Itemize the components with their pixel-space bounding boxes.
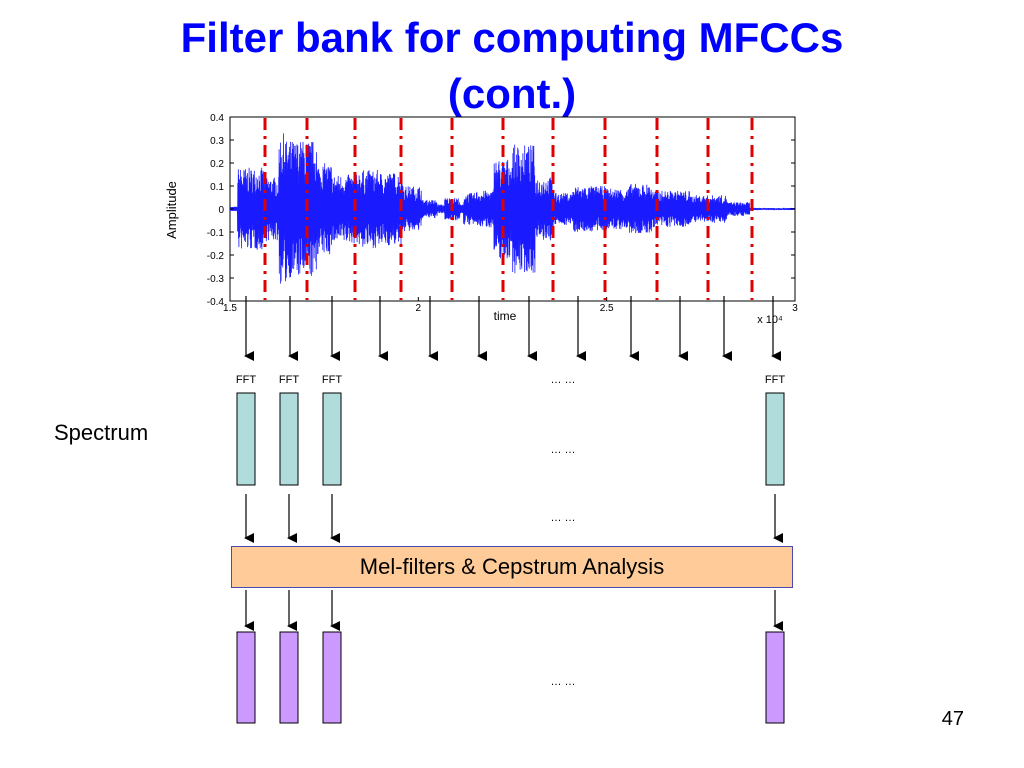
frame-markers xyxy=(263,118,754,300)
y-tick-labels: 0.4 0.3 0.2 0.1 0 -0.1 -0.2 -0.3 -0.4 xyxy=(207,113,795,308)
fft-label: FFT xyxy=(279,374,299,386)
x-tick-labels: 1.5 2 2.5 3 xyxy=(223,297,798,314)
x-tick-label: 3 xyxy=(792,303,798,314)
cepstrum-output-bar xyxy=(765,631,785,724)
cepstrum-output-bars xyxy=(236,631,785,724)
fft-label: FFT xyxy=(236,374,256,386)
waveform-trace xyxy=(230,133,795,284)
y-tick-label: 0.2 xyxy=(210,159,224,170)
x-tick-label: 1.5 xyxy=(223,303,237,314)
cepstrum-output-bar xyxy=(236,631,256,724)
x-tick-label: 2 xyxy=(416,303,422,314)
x-multiplier-label: x 10⁴ xyxy=(757,314,783,326)
spectrum-to-mel-arrows xyxy=(244,494,783,543)
y-axis-label: Amplitude xyxy=(164,181,179,239)
y-tick-label: 0.3 xyxy=(210,136,224,147)
x-axis-label: time xyxy=(494,309,517,323)
cepstrum-output-bar xyxy=(279,631,299,724)
y-tick-label: 0 xyxy=(218,205,224,216)
fft-label: FFT xyxy=(765,374,785,386)
spectrum-ellipsis: … … xyxy=(550,444,575,456)
output-ellipsis: … … xyxy=(550,676,575,688)
y-tick-label: 0.4 xyxy=(210,113,224,124)
y-tick-label: -0.2 xyxy=(207,251,225,262)
page-number: 47 xyxy=(941,708,964,730)
slide-title-line2: (cont.) xyxy=(447,70,577,117)
spectrum-bar xyxy=(236,392,256,486)
spectrum-bar xyxy=(765,392,785,486)
x-tick-label: 2.5 xyxy=(600,303,614,314)
mel-cepstrum-box: Mel-filters & Cepstrum Analysis xyxy=(231,546,793,588)
mel-cepstrum-label: Mel-filters & Cepstrum Analysis xyxy=(359,554,665,579)
y-tick-label: 0.1 xyxy=(210,182,224,193)
spectrum-bar xyxy=(322,392,342,486)
fft-ellipsis: … … xyxy=(550,374,575,386)
fft-label: FFT xyxy=(322,374,342,386)
fft-labels: FFT FFT FFT FFT xyxy=(236,374,785,386)
y-tick-label: -0.4 xyxy=(207,297,225,308)
spectrum-bar xyxy=(279,392,299,486)
y-tick-label: -0.1 xyxy=(207,228,225,239)
cepstrum-output-bar xyxy=(322,631,342,724)
spectrum-bars xyxy=(236,392,785,486)
y-tick-label: -0.3 xyxy=(207,274,225,285)
mel-to-output-arrows xyxy=(244,590,783,631)
spectrum-label: Spectrum xyxy=(54,420,149,445)
waveform-plot: 0.4 0.3 0.2 0.1 0 -0.1 -0.2 -0.3 -0.4 1.5 2 2.5 3 A… xyxy=(164,113,798,326)
slide-title-line1: Filter bank for computing MFCCs xyxy=(180,14,844,61)
mid-ellipsis: … … xyxy=(550,512,575,524)
frame-arrows xyxy=(244,296,781,361)
